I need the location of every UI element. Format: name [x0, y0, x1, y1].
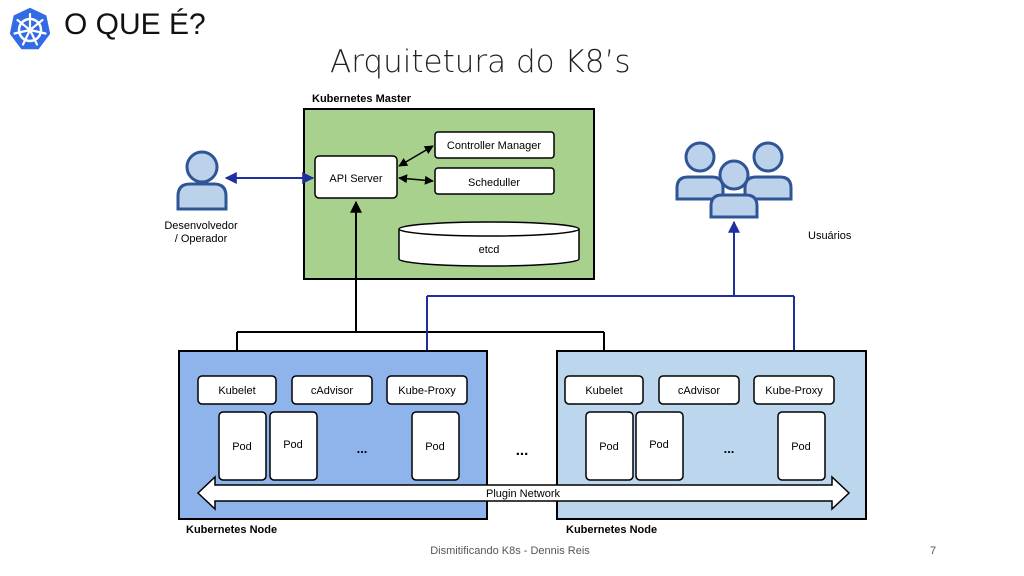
controller-manager-box — [434, 131, 555, 159]
pod-box — [411, 411, 460, 481]
kubelet-box-right — [564, 375, 644, 405]
pod-label: Pod — [425, 441, 445, 453]
kube-proxy-box-right — [753, 375, 835, 405]
users-group-icon — [675, 141, 793, 219]
pod-label: Pod — [599, 441, 619, 453]
cadvisor-label-left: cAdvisor — [311, 385, 354, 397]
kubelet-box-left — [197, 375, 277, 405]
api-scheduler-arrow — [398, 174, 434, 185]
pods-ellipsis-left: ... — [357, 441, 368, 456]
api-server-label: API Server — [329, 173, 383, 185]
api-controller-arrow — [398, 145, 434, 167]
node-label-right: Kubernetes Node — [566, 524, 657, 536]
pod-box — [585, 411, 634, 481]
kube-proxy-label-right: Kube-Proxy — [765, 385, 823, 397]
cadvisor-box-right — [658, 375, 740, 405]
users-label: Usuários — [808, 230, 852, 242]
node-label-left: Kubernetes Node — [186, 524, 277, 536]
slide-title: O QUE É? — [64, 8, 206, 41]
controller-manager-label: Controller Manager — [447, 140, 541, 152]
api-server-box — [314, 155, 398, 199]
cadvisor-box-left — [291, 375, 373, 405]
pod-box — [777, 411, 826, 481]
master-label: Kubernetes Master — [312, 93, 412, 105]
developer-person-icon — [176, 150, 228, 211]
nodes-ellipsis: ... — [516, 442, 529, 459]
pod-box — [635, 411, 684, 481]
scheduler-label: Scheduller — [468, 177, 520, 189]
pod-box — [269, 411, 318, 481]
cadvisor-label-right: cAdvisor — [678, 385, 721, 397]
etcd-database — [398, 221, 580, 267]
plugin-network-label: Plugin Network — [486, 488, 560, 500]
plugin-network-arrow — [196, 475, 851, 511]
kubelet-label-left: Kubelet — [218, 385, 255, 397]
scheduler-box — [434, 167, 555, 195]
operator-label: / Operador — [175, 233, 228, 245]
kube-proxy-label-left: Kube-Proxy — [398, 385, 456, 397]
diagram-title: Arquitetura do K8’s — [330, 44, 631, 80]
pod-box — [218, 411, 267, 481]
kube-proxy-box-left — [386, 375, 468, 405]
pod-label: Pod — [232, 441, 252, 453]
pod-label: Pod — [649, 439, 669, 451]
etcd-label: etcd — [479, 244, 500, 256]
pods-ellipsis-right: ... — [724, 441, 735, 456]
pod-label: Pod — [791, 441, 811, 453]
page-number: 7 — [930, 545, 937, 557]
kubelet-label-right: Kubelet — [585, 385, 622, 397]
developer-label: Desenvolvedor — [164, 220, 238, 232]
slide-footer: Dismitificando K8s - Dennis Reis — [430, 545, 590, 557]
kubernetes-logo-icon — [8, 6, 52, 51]
pod-label: Pod — [283, 439, 303, 451]
